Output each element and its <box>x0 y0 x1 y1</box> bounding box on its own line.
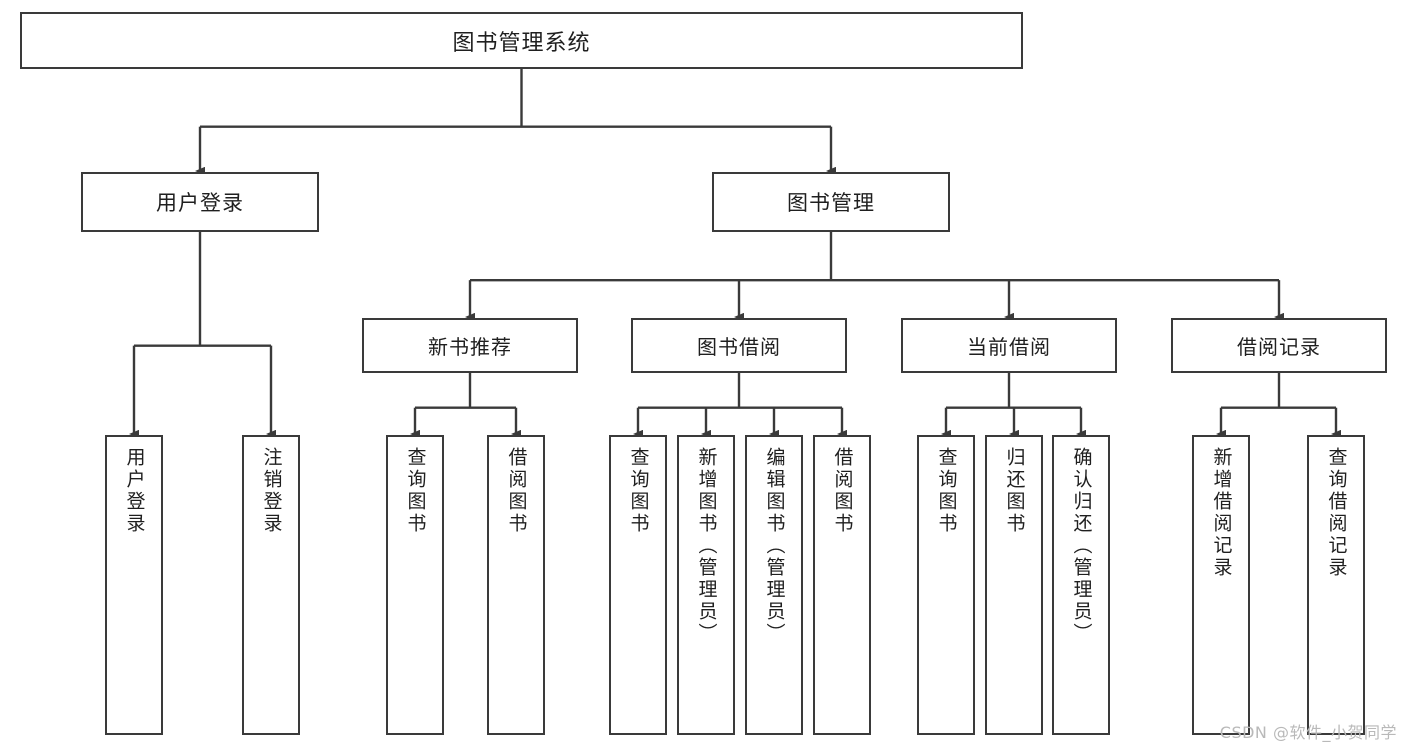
node-current-borrow[interactable]: 当前借阅 <box>901 318 1117 373</box>
node-label: 用户登录 <box>123 447 146 535</box>
node-label: 借阅图书 <box>831 447 854 535</box>
node-leaf-borrow-book-2[interactable]: 借阅图书 <box>813 435 871 735</box>
node-label: 借阅记录 <box>1237 335 1321 359</box>
node-label: 确认归还（管理员） <box>1070 447 1093 645</box>
node-label: 注销登录 <box>260 447 283 535</box>
node-label: 图书借阅 <box>697 335 781 359</box>
node-leaf-query-record[interactable]: 查询借阅记录 <box>1307 435 1365 735</box>
node-leaf-add-book[interactable]: 新增图书（管理员） <box>677 435 735 735</box>
node-label: 查询借阅记录 <box>1325 447 1348 579</box>
node-root[interactable]: 图书管理系统 <box>20 12 1023 69</box>
node-book-borrow[interactable]: 图书借阅 <box>631 318 847 373</box>
node-leaf-confirm-return[interactable]: 确认归还（管理员） <box>1052 435 1110 735</box>
node-label: 查询图书 <box>935 447 958 535</box>
node-book-manage[interactable]: 图书管理 <box>712 172 950 232</box>
node-leaf-edit-book[interactable]: 编辑图书（管理员） <box>745 435 803 735</box>
csdn-watermark: CSDN @软件_小贺同学 <box>1219 723 1397 742</box>
node-leaf-user-login[interactable]: 用户登录 <box>105 435 163 735</box>
node-label: 查询图书 <box>627 447 650 535</box>
node-leaf-user-logout[interactable]: 注销登录 <box>242 435 300 735</box>
node-label: 查询图书 <box>404 447 427 535</box>
node-label: 借阅图书 <box>505 447 528 535</box>
node-new-book-rec[interactable]: 新书推荐 <box>362 318 578 373</box>
node-leaf-query-book-2[interactable]: 查询图书 <box>609 435 667 735</box>
node-label: 新增图书（管理员） <box>695 447 718 645</box>
node-label: 图书管理 <box>787 191 875 215</box>
node-borrow-record[interactable]: 借阅记录 <box>1171 318 1387 373</box>
node-label: 归还图书 <box>1003 447 1026 535</box>
node-leaf-query-book-3[interactable]: 查询图书 <box>917 435 975 735</box>
node-leaf-return-book[interactable]: 归还图书 <box>985 435 1043 735</box>
node-label: 新书推荐 <box>428 335 512 359</box>
node-label: 当前借阅 <box>967 335 1051 359</box>
node-user-login[interactable]: 用户登录 <box>81 172 319 232</box>
node-label: 用户登录 <box>156 191 244 215</box>
node-leaf-query-book-1[interactable]: 查询图书 <box>386 435 444 735</box>
node-label: 图书管理系统 <box>452 30 591 56</box>
node-label: 新增借阅记录 <box>1210 447 1233 579</box>
node-label: 编辑图书（管理员） <box>763 447 786 645</box>
node-leaf-add-record[interactable]: 新增借阅记录 <box>1192 435 1250 735</box>
node-leaf-borrow-book-1[interactable]: 借阅图书 <box>487 435 545 735</box>
